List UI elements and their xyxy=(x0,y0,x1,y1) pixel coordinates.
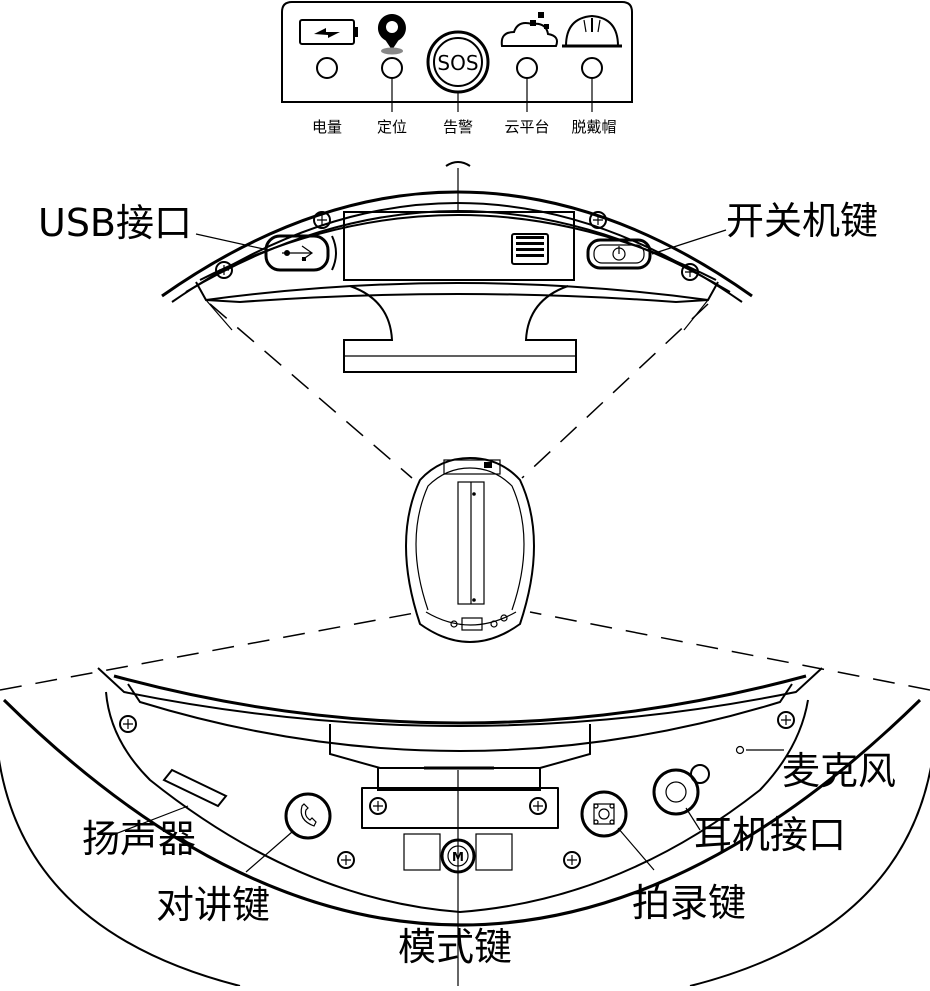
status-panel: SOS 电量 定位 告警 云平台 脱戴帽 xyxy=(281,1,633,136)
screw-icon xyxy=(777,711,795,729)
talk-button[interactable] xyxy=(284,792,332,840)
microphone-label: 麦克风 xyxy=(782,749,896,793)
svg-text:SOS: SOS xyxy=(437,51,478,75)
power-button[interactable] xyxy=(586,238,652,270)
screw-icon xyxy=(337,851,355,869)
location-icon xyxy=(377,14,406,79)
battery-label: 电量 xyxy=(312,118,342,136)
mode-button[interactable]: M xyxy=(440,838,476,874)
battery-icon xyxy=(299,19,358,79)
screw-icon xyxy=(681,263,699,281)
locate-label: 定位 xyxy=(377,118,407,136)
earphone-jack[interactable] xyxy=(652,764,710,816)
cloud-icon xyxy=(500,12,558,79)
screw-icon xyxy=(529,797,547,815)
speaker-grille xyxy=(162,768,228,808)
alarm-label: 告警 xyxy=(443,118,473,136)
screw-icon xyxy=(589,211,607,229)
power-key-label: 开关机键 xyxy=(726,199,878,243)
helmet-off-label: 脱戴帽 xyxy=(571,118,616,136)
screw-icon xyxy=(313,211,331,229)
svg-text:M: M xyxy=(452,850,464,864)
screw-icon xyxy=(215,261,233,279)
screw-icon xyxy=(563,851,581,869)
screw-icon xyxy=(119,715,137,733)
screw-icon xyxy=(369,797,387,815)
speaker-label: 扬声器 xyxy=(82,817,196,861)
front-zoom xyxy=(161,161,753,373)
cloud-label: 云平台 xyxy=(504,118,549,136)
usb-port[interactable] xyxy=(264,234,337,272)
sos-button[interactable]: SOS xyxy=(426,30,490,94)
helmet-overview xyxy=(405,456,535,643)
record-button[interactable] xyxy=(580,790,628,838)
projection-lines xyxy=(0,303,930,691)
record-key-label: 拍录键 xyxy=(632,881,746,925)
talk-key-label: 对讲键 xyxy=(156,883,270,927)
microphone-hole xyxy=(735,745,745,755)
hardhat-icon xyxy=(562,14,622,79)
earphone-label: 耳机接口 xyxy=(694,813,846,857)
mode-key-label: 模式键 xyxy=(398,925,512,969)
rear-zoom: M xyxy=(0,667,930,987)
usb-label: USB接口 xyxy=(38,201,192,245)
